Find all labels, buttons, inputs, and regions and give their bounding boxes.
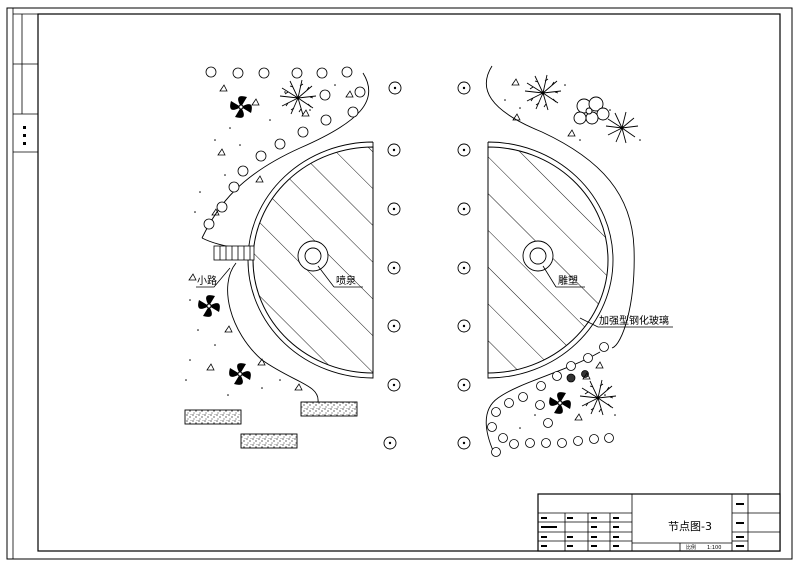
palm-trees (279, 74, 639, 416)
tree-centers (388, 86, 466, 445)
sculpture-symbol (522, 240, 554, 272)
stone-benches (184, 401, 358, 449)
pinwheel-trees (198, 96, 571, 414)
drawing-title: 节点图-3 (668, 520, 712, 533)
binding-strip (12, 8, 38, 559)
triangle-markers (188, 78, 604, 421)
label-sculpture: 雕塑 (558, 274, 578, 287)
binding-marks (23, 126, 26, 145)
title-block-cell-marks (541, 503, 744, 547)
label-path: 小路 (197, 274, 217, 287)
label-glass: 加强型钢化玻璃 (599, 314, 669, 327)
outer-border (6, 7, 793, 560)
avenue-trees-right (457, 81, 471, 450)
fountain-symbol (297, 240, 329, 272)
inner-border (37, 13, 781, 552)
flower-cluster (573, 96, 610, 125)
scale-value: 1:100 (707, 545, 721, 551)
leader-lines (196, 265, 673, 328)
label-fountain: 喷泉 (336, 274, 356, 287)
shrubs-bottom-right (487, 342, 614, 457)
right-plaza (487, 141, 614, 379)
ground-dots (185, 84, 641, 429)
avenue-trees-left (383, 81, 402, 450)
dark-shrubs (566, 370, 589, 383)
title-block-frame (537, 493, 781, 552)
left-plaza (247, 141, 374, 379)
path-steps (213, 245, 255, 261)
shrubs-top-left (203, 66, 366, 230)
scale-label: 比例 (686, 544, 696, 551)
